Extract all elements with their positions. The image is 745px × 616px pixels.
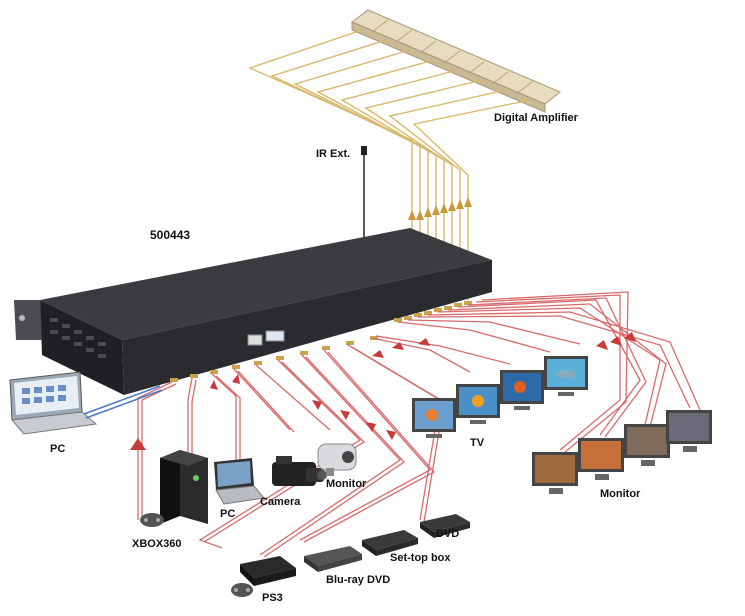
tv-label: TV: [470, 437, 485, 449]
pc-center-label: PC: [220, 508, 236, 520]
digital-amplifier: [351, 9, 561, 113]
signal-arrows: [130, 332, 636, 450]
xbox-label: XBOX360: [132, 538, 182, 550]
bluray-player: [304, 546, 362, 572]
settop-label: Set-top box: [390, 552, 451, 564]
bluray-label: Blu-ray DVD: [326, 574, 391, 586]
pc-laptop-left: [9, 371, 98, 435]
tv-2: [456, 384, 500, 424]
monitor-1: [532, 452, 578, 494]
tv-4: [544, 356, 588, 396]
monitor-3: [624, 424, 670, 466]
xbox-controller-icon: [140, 513, 164, 527]
dvd-player: [420, 514, 470, 538]
monitor-camera: [317, 443, 357, 476]
tv-3: [500, 370, 544, 410]
monitor-right-label: Monitor: [600, 488, 641, 500]
ps3-controller-icon: [231, 583, 253, 597]
matrix-chassis: [14, 228, 492, 395]
ps3-console: [240, 556, 296, 586]
monitor-camera-label: Monitor: [326, 478, 367, 490]
camera: [272, 456, 327, 486]
pc-left-label: PC: [50, 443, 66, 455]
ps3-label: PS3: [262, 592, 283, 604]
amplifier-arrows: [408, 197, 472, 220]
model-number: 500443: [150, 228, 191, 242]
pc-laptop-center: [214, 458, 265, 505]
ir-ext-label: IR Ext.: [316, 148, 351, 160]
xbox360-console: [160, 450, 208, 524]
output-cables: [371, 291, 701, 453]
tv-group: [412, 356, 588, 438]
monitor-4: [666, 410, 712, 452]
input-cables: [137, 344, 445, 558]
digital-amplifier-label: Digital Amplifier: [494, 112, 578, 124]
pc-cable: [83, 385, 163, 419]
monitor-group: [532, 410, 712, 494]
settop-box: [362, 530, 418, 556]
monitor-2: [578, 438, 624, 480]
dvd-label: DVD: [436, 528, 460, 540]
camera-label: Camera: [260, 496, 301, 508]
tv-1: [412, 398, 456, 438]
